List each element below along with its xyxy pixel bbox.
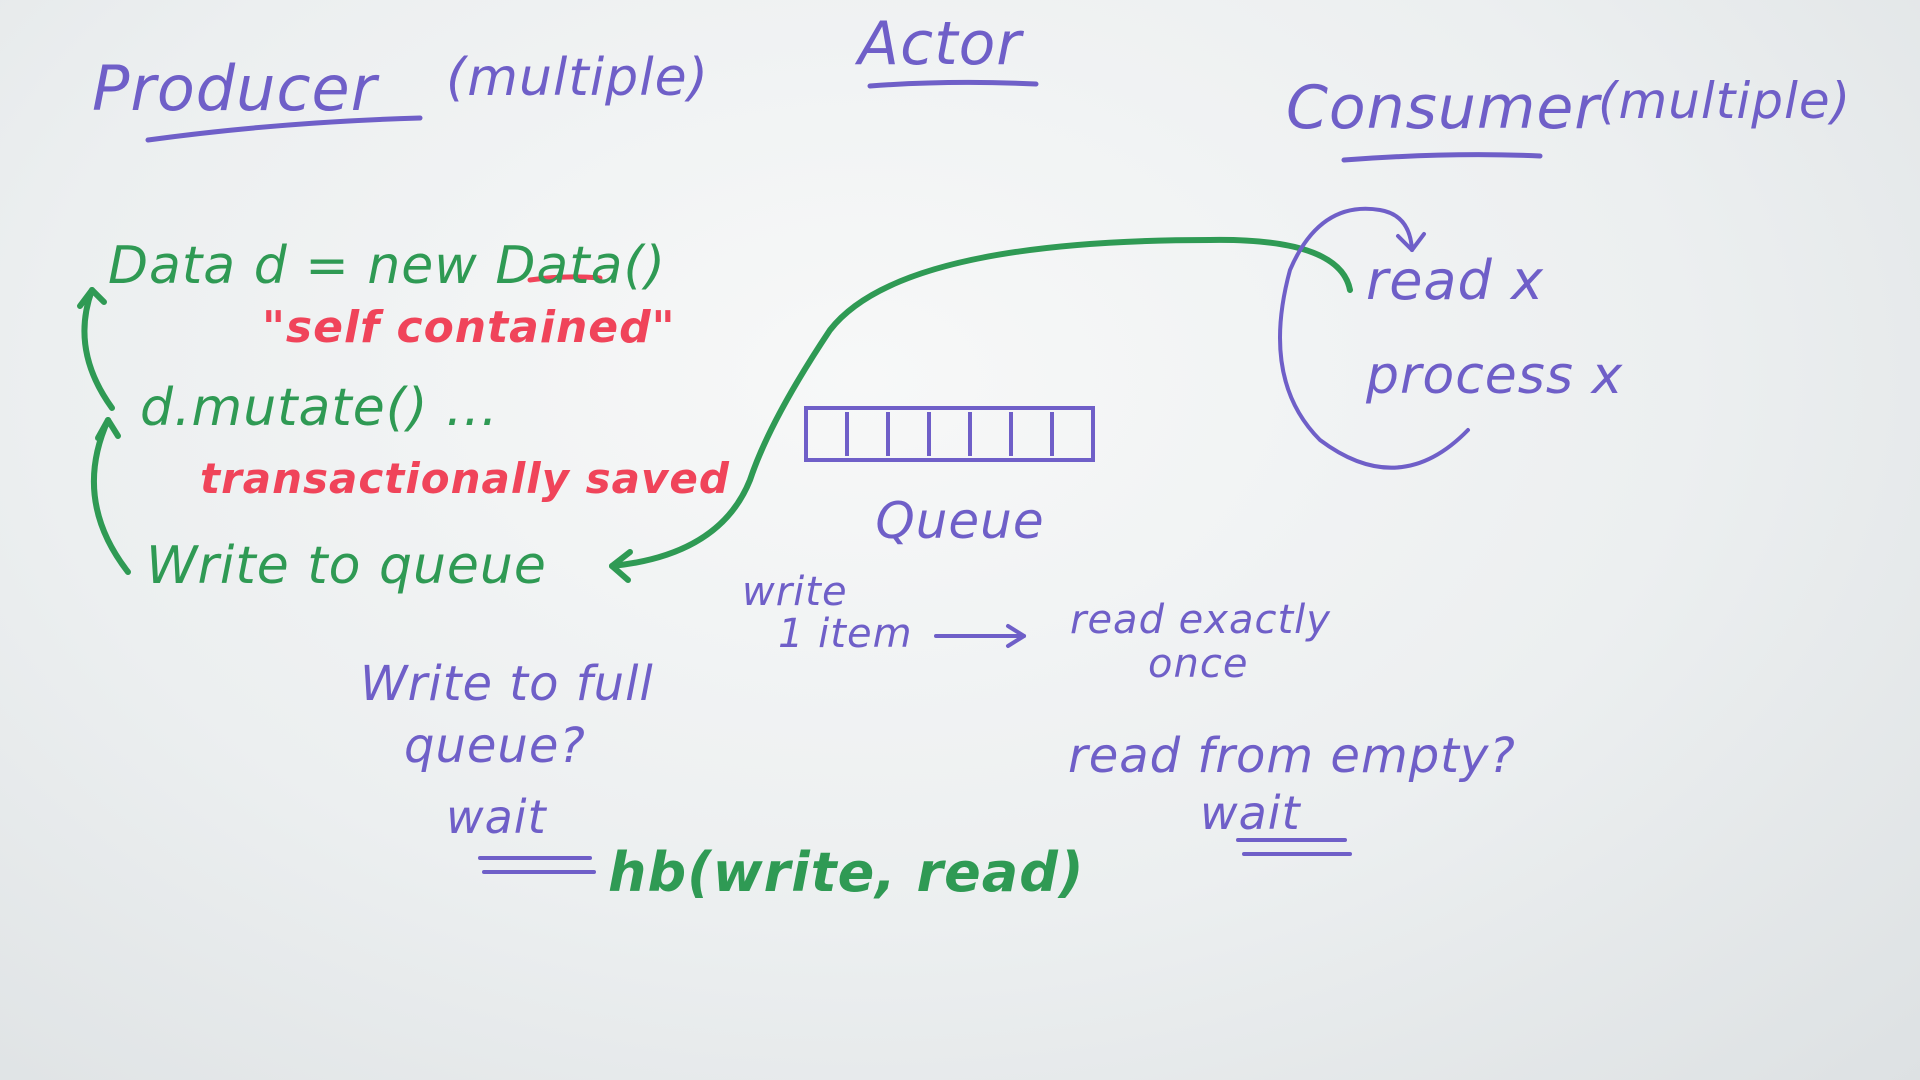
queue-slots (845, 412, 1054, 456)
producer-underline (145, 115, 423, 143)
page-title: Actor (858, 9, 1022, 79)
producer-loop-arrows (77, 287, 131, 575)
producer-step-mutate: d.mutate() ... (140, 378, 499, 438)
transactionally-saved-note: transactionally saved (200, 454, 730, 503)
wait-underlines (478, 838, 1352, 874)
queue-label: Queue (875, 492, 1045, 550)
write-label-line2: 1 item (778, 611, 913, 657)
full-queue-answer: wait (446, 790, 547, 844)
producer-label: Producer (92, 52, 378, 125)
empty-queue-question: read from empty? (1068, 728, 1516, 784)
consumer-step-read: read x (1366, 249, 1544, 312)
producer-step-create: Data d = new Data() (108, 236, 667, 296)
queue-box (804, 406, 1095, 462)
data-class-underline (527, 274, 603, 283)
empty-queue-answer: wait (1200, 786, 1301, 840)
read-label-line2: once (1148, 641, 1249, 687)
queue-flow-arrow (609, 236, 1353, 583)
consumer-loop (1278, 206, 1470, 470)
producer-step-write: Write to queue (146, 536, 547, 596)
full-queue-question-line1: Write to full (360, 656, 654, 712)
read-label-line1: read exactly (1070, 597, 1331, 643)
title-underline (867, 79, 1039, 89)
self-contained-note: "self contained" (262, 302, 676, 353)
consumer-underline (1341, 152, 1543, 163)
write-read-arrow (934, 624, 1026, 648)
happens-before-label: hb(write, read) (608, 841, 1085, 904)
consumer-step-process: process x (1366, 346, 1624, 406)
consumer-multiplicity: (multiple) (1598, 72, 1852, 130)
producer-multiplicity: (multiple) (446, 48, 709, 108)
consumer-label: Consumer (1286, 73, 1600, 143)
full-queue-question-line2: queue? (404, 718, 586, 774)
write-label-line1: write (742, 569, 848, 615)
